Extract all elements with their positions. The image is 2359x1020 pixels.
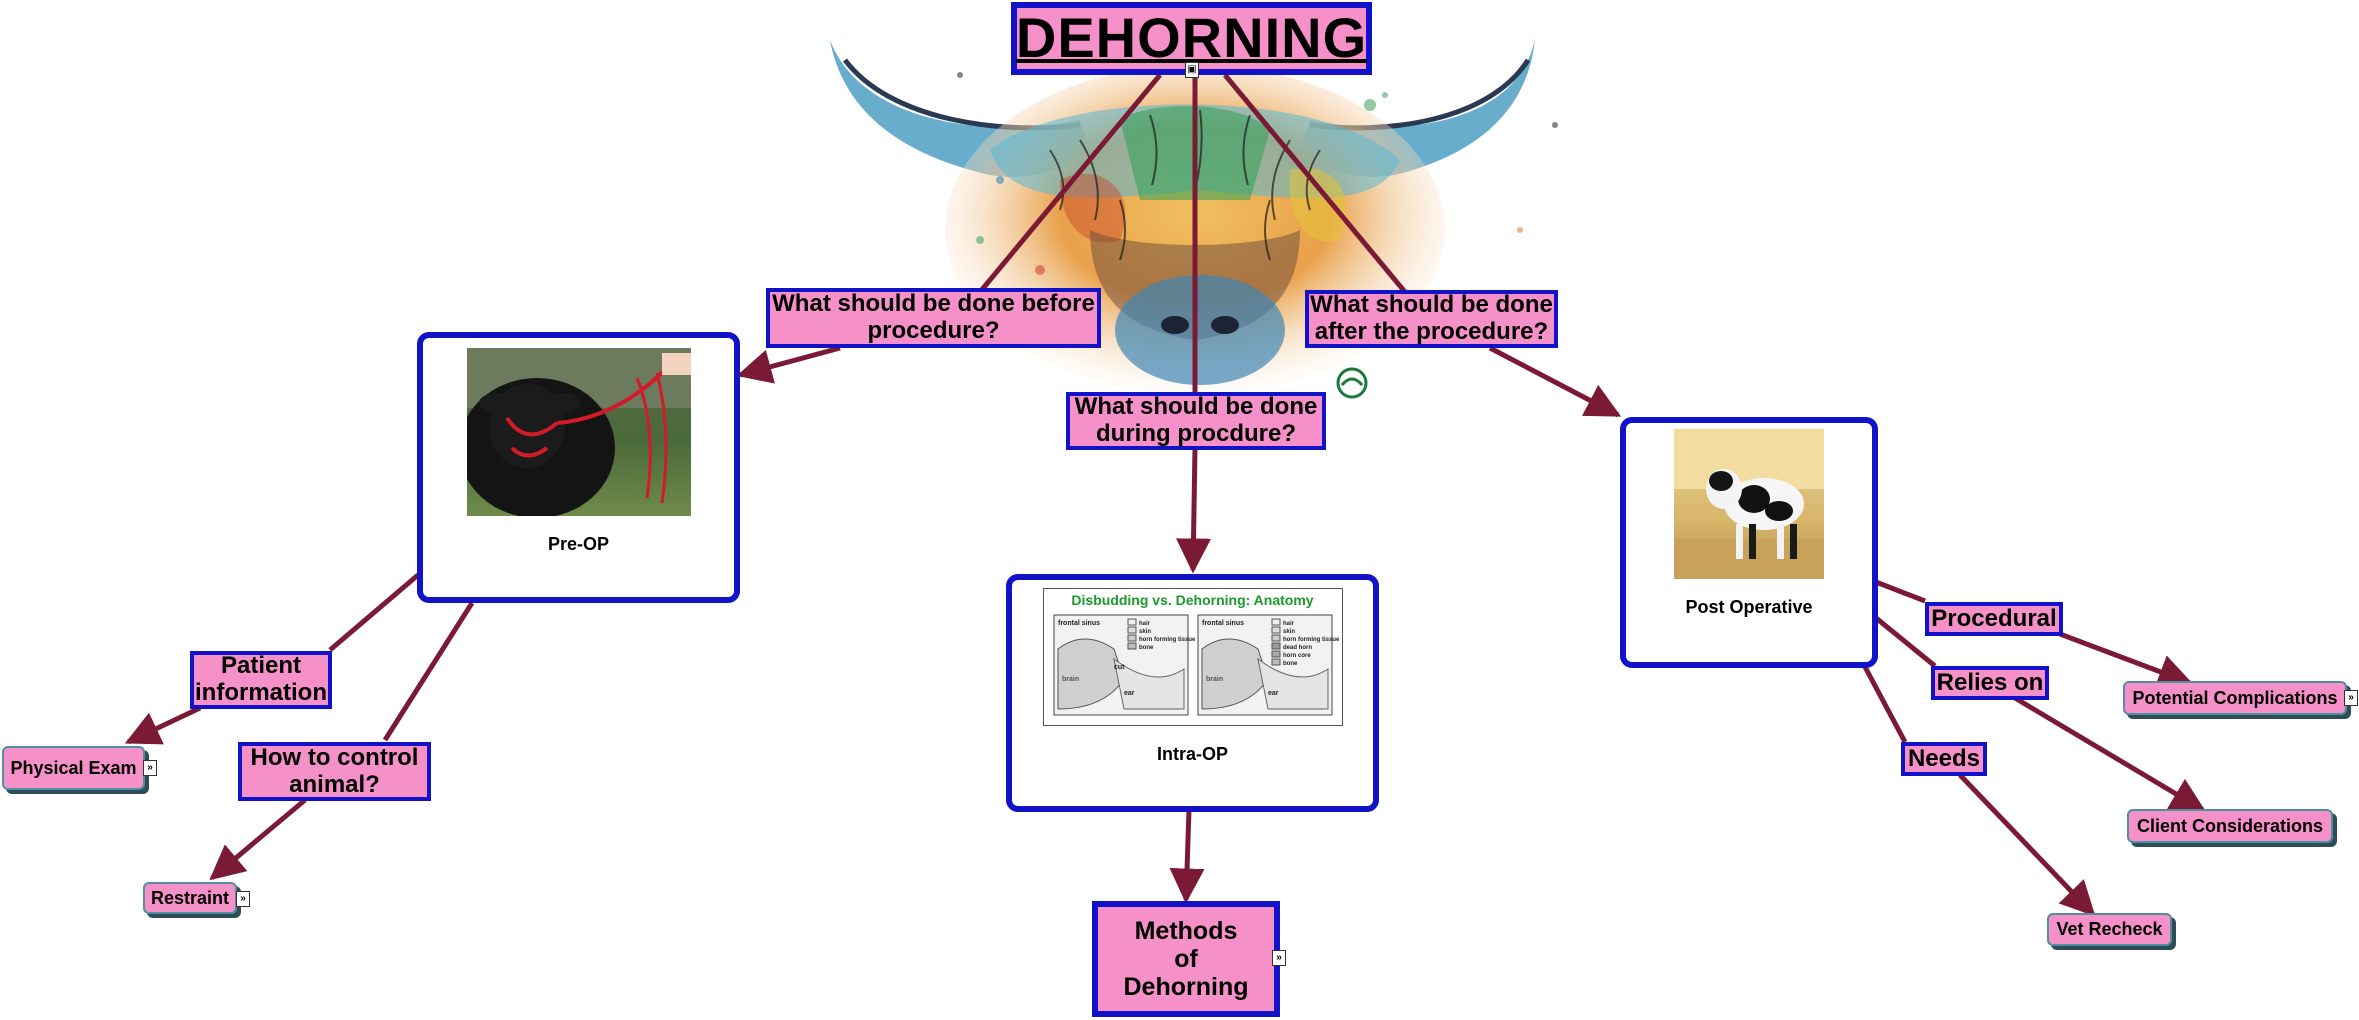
title-image-icon[interactable]: ▣ xyxy=(1185,62,1199,78)
map-title[interactable]: DEHORNING xyxy=(1011,2,1372,75)
pre-op-label: Pre-OP xyxy=(547,534,610,554)
svg-text:skin: skin xyxy=(1283,629,1295,635)
link-how-to-control-animal[interactable]: How to control animal? xyxy=(238,742,431,801)
restraint-expand-icon[interactable]: » xyxy=(236,891,250,907)
artist-signature-mark xyxy=(1336,367,1368,399)
svg-text:frontal sinus: frontal sinus xyxy=(1202,620,1244,627)
intra-op-card[interactable]: Disbudding vs. Dehorning: Anatomy fronta… xyxy=(1006,574,1379,812)
svg-text:brain: brain xyxy=(1206,676,1223,683)
leaf-restraint[interactable]: Restraint xyxy=(143,882,237,914)
question-before[interactable]: What should be done before procedure? xyxy=(766,288,1101,348)
link-procedural[interactable]: Procedural xyxy=(1925,602,2063,636)
svg-text:hair: hair xyxy=(1283,621,1295,627)
complications-expand-icon[interactable]: » xyxy=(2344,690,2358,706)
svg-text:brain: brain xyxy=(1062,676,1079,683)
question-during[interactable]: What should be done during procdure? xyxy=(1066,392,1326,450)
methods-expand-icon[interactable]: » xyxy=(1272,950,1286,966)
link-needs[interactable]: Needs xyxy=(1901,742,1987,776)
question-after[interactable]: What should be done after the procedure? xyxy=(1305,290,1558,348)
svg-text:horn forming tissue: horn forming tissue xyxy=(1139,637,1196,643)
svg-text:skin: skin xyxy=(1139,629,1151,635)
intra-op-label: Intra-OP xyxy=(1156,744,1228,764)
pre-op-card[interactable]: Pre-OP xyxy=(417,332,740,603)
link-relies-on[interactable]: Relies on xyxy=(1931,666,2049,700)
svg-text:frontal sinus: frontal sinus xyxy=(1058,620,1100,627)
leaf-vet-recheck[interactable]: Vet Recheck xyxy=(2047,913,2172,946)
svg-text:ear: ear xyxy=(1124,690,1135,697)
svg-text:bone: bone xyxy=(1139,645,1154,651)
svg-text:bone: bone xyxy=(1283,661,1298,667)
svg-text:ear: ear xyxy=(1268,690,1279,697)
link-patient-information[interactable]: Patient information xyxy=(190,651,332,709)
anatomy-diagram-figure: Disbudding vs. Dehorning: Anatomy fronta… xyxy=(1042,588,1343,726)
leaf-potential-complications[interactable]: Potential Complications xyxy=(2123,681,2347,715)
svg-text:cut: cut xyxy=(1114,664,1125,671)
svg-text:hair: hair xyxy=(1139,621,1151,627)
leaf-client-considerations[interactable]: Client Considerations xyxy=(2127,809,2333,843)
post-op-label: Post Operative xyxy=(1685,597,1813,617)
post-op-card[interactable]: Post Operative xyxy=(1620,417,1878,668)
black-cow-halter-photo xyxy=(466,348,691,516)
svg-text:horn forming tissue: horn forming tissue xyxy=(1283,637,1340,643)
svg-text:dead horn: dead horn xyxy=(1283,645,1312,651)
leaf-physical-exam[interactable]: Physical Exam xyxy=(2,746,145,790)
methods-of-dehorning[interactable]: Methods of Dehorning xyxy=(1092,901,1280,1017)
svg-text:horn core: horn core xyxy=(1283,653,1311,659)
physical-exam-expand-icon[interactable]: » xyxy=(143,760,157,776)
holstein-calf-photo xyxy=(1674,429,1824,579)
anatomy-figure-title: Disbudding vs. Dehorning: Anatomy xyxy=(1071,592,1314,608)
